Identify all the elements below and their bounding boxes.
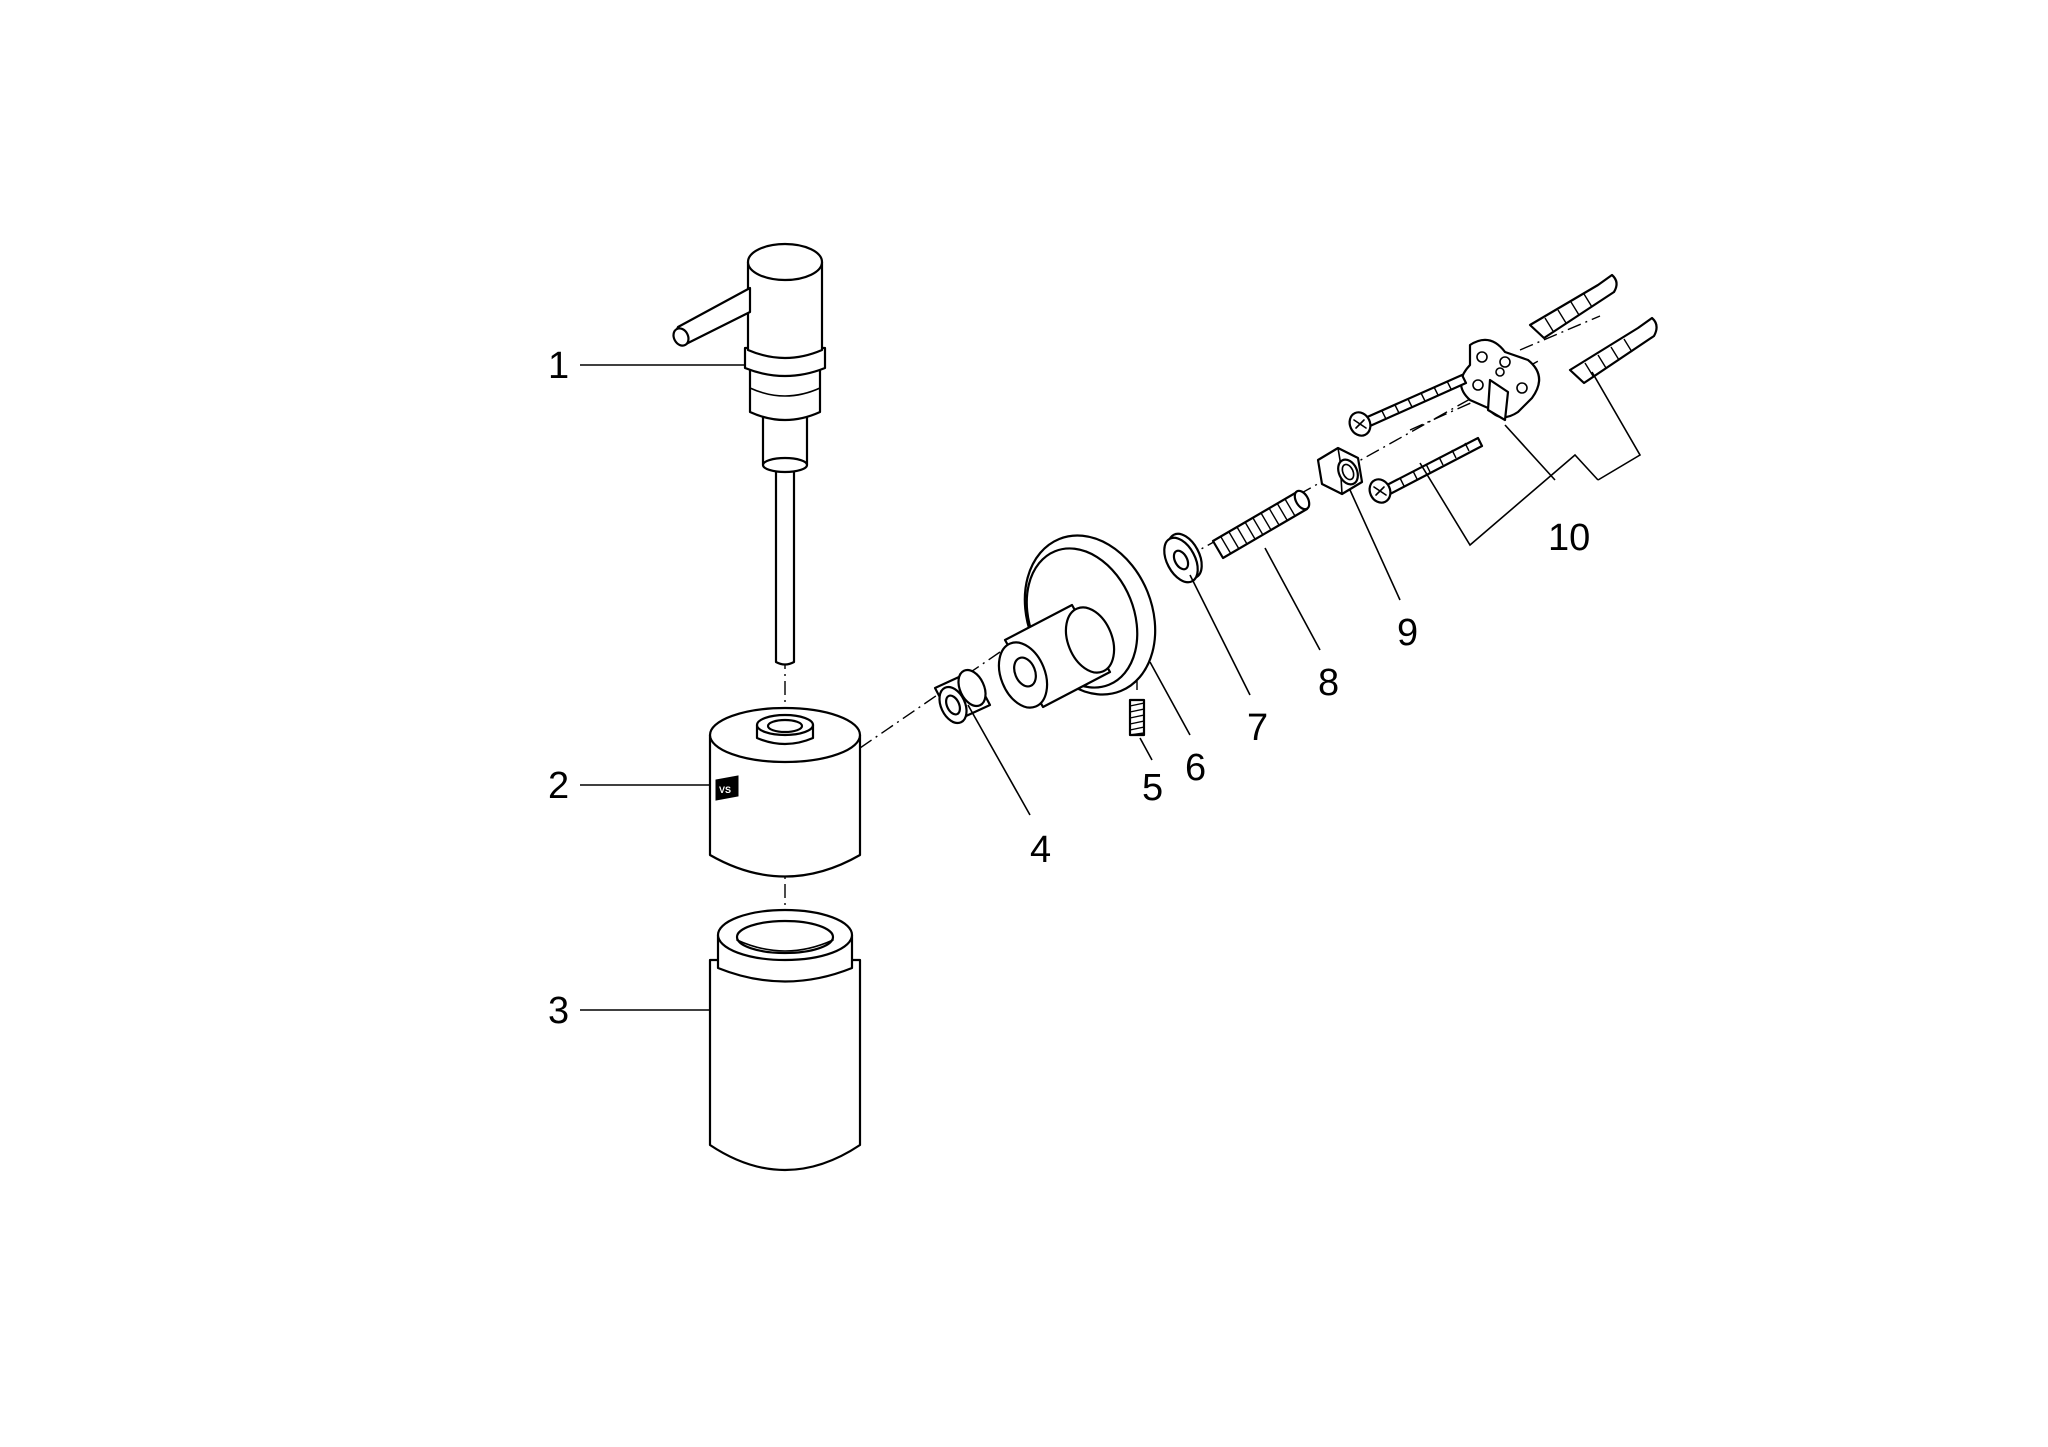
callout-6: 6 [1185,747,1206,789]
logo-mark-text: VS [719,785,731,795]
part-4-sleeve [933,668,992,725]
callout-2: 2 [548,765,569,807]
part-10-mounting-kit [1348,273,1658,504]
assembly-axes [784,315,1601,935]
callout-5: 5 [1142,767,1163,809]
part-5-grub-screw [1128,698,1146,737]
leader-lines [580,364,1642,1011]
part-1-pump [672,242,827,666]
callout-9: 9 [1397,612,1418,654]
callout-3: 3 [548,990,569,1032]
callout-8: 8 [1318,662,1339,704]
part-9-nut [1316,446,1364,496]
logo-badge: VS [715,775,739,801]
part-3-bottle [708,908,862,1172]
part-7-washer [1163,532,1203,584]
part-6-wall-bracket [997,534,1157,709]
part-8-threaded-stud [1211,489,1311,560]
part-2-housing: VS [708,706,862,878]
callout-10: 10 [1548,517,1590,559]
callout-labels: 1 2 3 4 5 6 7 8 9 10 [548,345,1590,1032]
callout-1: 1 [548,345,569,387]
callout-7: 7 [1247,707,1268,749]
callout-4: 4 [1030,829,1051,871]
